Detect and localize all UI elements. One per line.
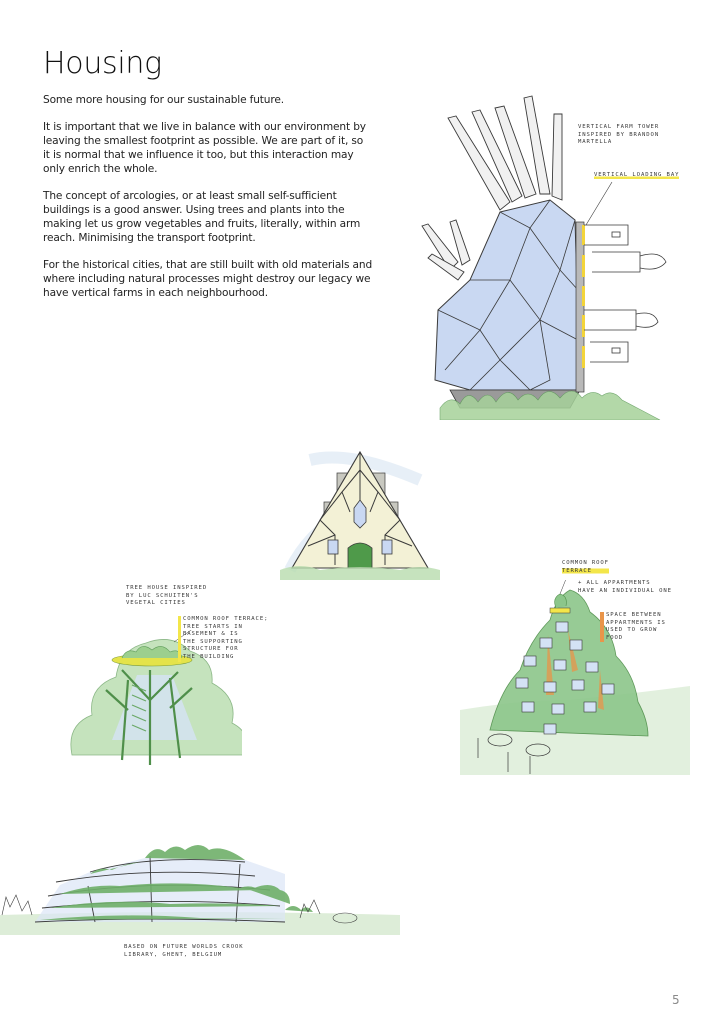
common-roof-note: Common roof terrace bbox=[562, 560, 609, 576]
vertical-farm-note: Vertical farm tower inspired by Brandon … bbox=[578, 124, 660, 146]
roof-terrace-note: Common roof terrace; tree starts in base… bbox=[178, 616, 268, 662]
page-number: 5 bbox=[672, 993, 680, 1007]
intro-paragraph: For the historical cities, that are stil… bbox=[43, 258, 373, 299]
space-between-note: Space between appartments is used to gro… bbox=[600, 612, 666, 643]
intro-paragraph: Some more housing for our sustainable fu… bbox=[43, 94, 284, 106]
page-title: Housing bbox=[43, 46, 162, 81]
library-note: Based on future worlds crook library, Gh… bbox=[124, 944, 244, 958]
apartment-hill-sketch bbox=[460, 580, 690, 775]
intro-text: Some more housing for our sustainable fu… bbox=[43, 94, 373, 314]
intro-paragraph: The concept of arcologies, or at least s… bbox=[43, 190, 361, 244]
loading-bay-note: Vertical loading bay bbox=[594, 172, 680, 180]
all-apartments-note: + All appartments have an individual one bbox=[578, 580, 672, 594]
tree-house-note: Tree house inspired by Luc Schuiten's ve… bbox=[126, 585, 208, 607]
tree-house-sketch bbox=[70, 630, 242, 765]
intro-paragraph: It is important that we live in balance … bbox=[43, 121, 366, 175]
vertical-farm-sketch bbox=[421, 95, 667, 420]
a-frame-house-sketch bbox=[280, 450, 440, 580]
terraced-library-sketch bbox=[0, 845, 400, 935]
